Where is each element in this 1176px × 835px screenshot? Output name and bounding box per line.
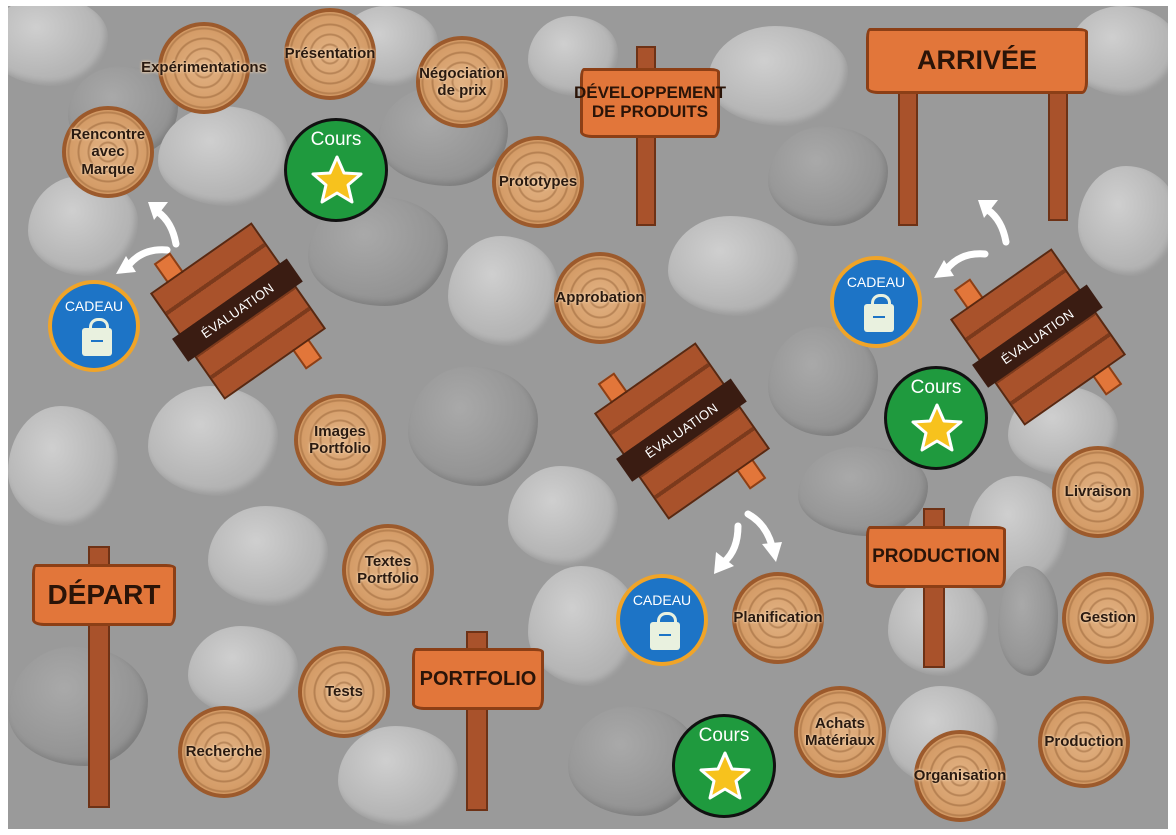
stone [1078,166,1168,276]
cadeau-label: CADEAU [52,298,136,314]
star-icon [911,403,963,453]
curved-arrow-icon [144,194,184,250]
stop-label: Recherche [186,743,263,760]
arrivee-sign-label: ARRIVÉE [866,28,1088,94]
stone [8,646,148,766]
shopping-bag-icon [650,622,680,650]
stone [448,236,558,346]
depart-sign-label: DÉPART [32,564,176,626]
stop-label-line: Matériaux [805,732,875,749]
stone [8,406,118,526]
game-board: DÉPART PORTFOLIO DÉVELOPPEMENT DE PRODUI… [8,6,1168,829]
stop-label-line: avec Marque [81,143,134,177]
stop-label: Production [1044,733,1123,750]
stone [338,726,458,826]
curved-arrow-icon [930,246,990,286]
portfolio-sign-label: PORTFOLIO [412,648,544,710]
stop-prototypes[interactable]: Prototypes [492,136,584,228]
stop-planification[interactable]: Planification [732,572,824,664]
stone [188,626,298,716]
curved-arrow-icon [742,510,786,566]
stop-label-line: Rencontre [71,126,145,143]
stone [668,216,798,316]
developpement-line-2: DE PRODUITS [592,103,708,122]
stop-label: Gestion [1080,609,1136,626]
cours-space[interactable]: Cours [884,366,988,470]
production-sign-label: PRODUCTION [866,526,1006,588]
cours-space[interactable]: Cours [672,714,776,818]
shopping-bag-icon [82,328,112,356]
stone [708,26,848,126]
stop-livraison[interactable]: Livraison [1052,446,1144,538]
stone [158,106,288,206]
stop-label: Approbation [555,289,644,306]
cours-space[interactable]: Cours [284,118,388,222]
evaluation-board[interactable]: ÉVALUATION [594,342,770,520]
stop-gestion[interactable]: Gestion [1062,572,1154,664]
cadeau-space[interactable]: CADEAU [830,256,922,348]
cours-label: Cours [887,377,985,399]
stop-experimentations[interactable]: Expérimentations [158,22,250,114]
developpement-line-1: DÉVELOPPEMENT [574,84,726,103]
stop-label: Tests [325,683,363,700]
cadeau-label: CADEAU [834,274,918,290]
stop-label-line: Portfolio [309,440,371,457]
stop-label-line: Textes [365,553,411,570]
stone [148,386,278,496]
stop-label-line: Négociation [419,65,505,82]
stop-production[interactable]: Production [1038,696,1130,788]
stop-label: Prototypes [499,173,577,190]
stone [508,466,618,566]
stop-label-line: Achats [815,715,865,732]
stop-label-line: Portfolio [357,570,419,587]
curved-arrow-icon [974,192,1014,248]
star-icon [311,155,363,205]
cadeau-label: CADEAU [620,592,704,608]
stop-label: Livraison [1065,483,1132,500]
stone [768,126,888,226]
stop-label: Expérimentations [141,59,267,76]
stop-approbation[interactable]: Approbation [554,252,646,344]
shopping-bag-icon [864,304,894,332]
stop-label: Présentation [285,45,376,62]
developpement-sign-label: DÉVELOPPEMENT DE PRODUITS [580,68,720,138]
cours-label: Cours [287,129,385,151]
stone [408,366,538,486]
stop-label-line: Images [314,423,366,440]
cadeau-space[interactable]: CADEAU [48,280,140,372]
stop-presentation[interactable]: Présentation [284,8,376,100]
cadeau-space[interactable]: CADEAU [616,574,708,666]
stone [208,506,328,606]
cours-label: Cours [675,725,773,747]
stop-label: Planification [733,609,822,626]
stop-label: Organisation [914,767,1007,784]
stop-label-line: de prix [437,82,486,99]
stop-recherche[interactable]: Recherche [178,706,270,798]
stone [998,566,1058,676]
stop-tests[interactable]: Tests [298,646,390,738]
stop-organisation[interactable]: Organisation [914,730,1006,822]
star-icon [699,751,751,801]
